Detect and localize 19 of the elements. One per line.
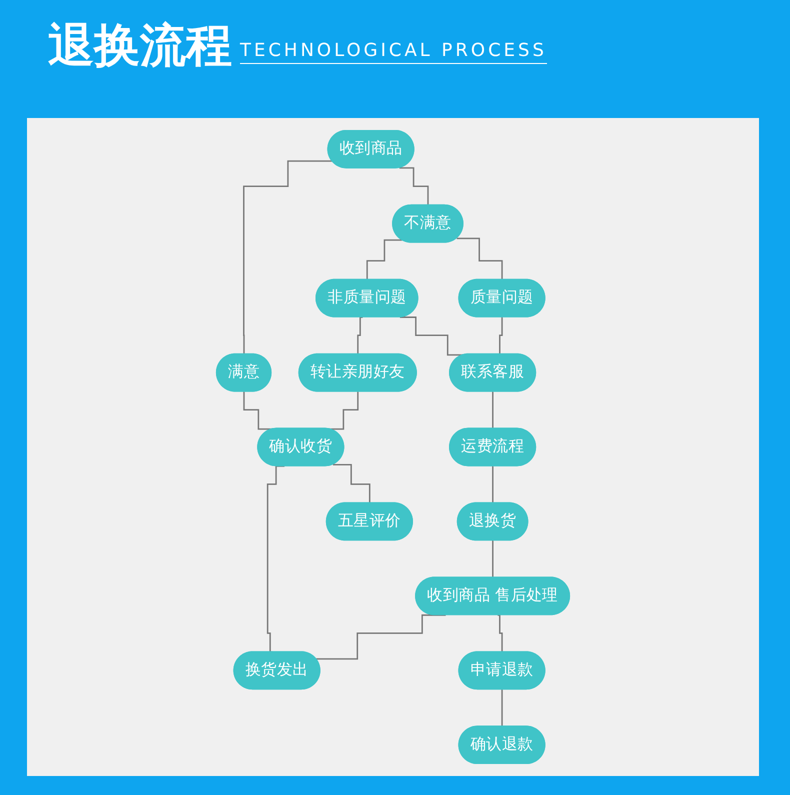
title: 退换流程 — [48, 22, 232, 68]
connector — [332, 464, 371, 504]
connector — [243, 391, 274, 430]
connector — [492, 466, 494, 504]
connector — [357, 316, 363, 355]
connector — [492, 540, 494, 578]
connector — [266, 466, 284, 653]
connector — [456, 238, 503, 280]
connector — [498, 316, 503, 355]
connector — [399, 167, 429, 206]
subtitle: TECHNOLOGICAL PROCESS — [240, 40, 547, 64]
connector — [243, 160, 332, 355]
connector — [498, 614, 503, 653]
connector — [329, 391, 359, 430]
connector — [400, 316, 464, 356]
connector — [501, 688, 503, 728]
connector — [366, 239, 402, 280]
connector — [492, 391, 494, 430]
connector — [316, 614, 446, 660]
